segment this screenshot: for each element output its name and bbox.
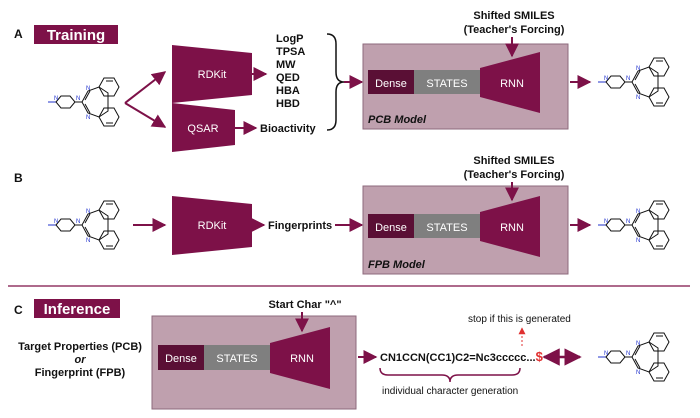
- shifted-smiles-b-line2: (Teacher's Forcing): [464, 169, 565, 181]
- shifted-smiles-b-line1: Shifted SMILES: [473, 155, 554, 167]
- input-line-2: or: [75, 354, 87, 366]
- generated-smiles-text: CN1CCN(CC1)C2=Nc3ccccc...: [380, 352, 536, 364]
- rdkit-block-b: [172, 196, 252, 255]
- states-label-b: STATES: [426, 222, 467, 234]
- output-molecule-a: [597, 57, 670, 107]
- fpb-model-label: FPB Model: [368, 259, 426, 271]
- rnn-block-a: [480, 52, 540, 113]
- prop-qed: QED: [276, 72, 300, 84]
- bioactivity-label: Bioactivity: [260, 123, 317, 135]
- section-a-letter: A: [14, 27, 23, 41]
- prop-tpsa: TPSA: [276, 46, 305, 58]
- input-line-1: Target Properties (PCB): [18, 341, 142, 353]
- pcb-model-label: PCB Model: [368, 114, 427, 126]
- fingerprints-label: Fingerprints: [268, 220, 332, 232]
- prop-logp: LogP: [276, 33, 304, 45]
- training-badge-label: Training: [47, 27, 105, 44]
- end-token-dollar: $: [536, 349, 544, 364]
- dense-block-b: [368, 214, 414, 238]
- section-b-letter: B: [14, 171, 23, 185]
- input-molecule-a: [47, 77, 120, 127]
- dense-label-a: Dense: [375, 78, 407, 90]
- generated-smiles: CN1CCN(CC1)C2=Nc3ccccc...$: [380, 349, 544, 364]
- states-label-c: STATES: [216, 353, 257, 365]
- split-arrow-rdkit-a: [124, 71, 167, 104]
- qsar-label-a: QSAR: [187, 123, 218, 135]
- dense-label-b: Dense: [375, 222, 407, 234]
- inference-badge-label: Inference: [44, 301, 111, 318]
- input-molecule-b: [47, 200, 120, 250]
- prop-hbd: HBD: [276, 98, 300, 110]
- inference-badge: [34, 299, 120, 318]
- states-block-a: [414, 70, 480, 94]
- output-molecule-b: [597, 200, 670, 250]
- states-block-b: [414, 214, 480, 238]
- start-char-label: Start Char "^": [268, 299, 341, 311]
- rnn-block-b: [480, 196, 540, 257]
- generation-brace: [379, 367, 521, 383]
- states-label-a: STATES: [426, 78, 467, 90]
- split-arrow-qsar-a: [124, 102, 167, 128]
- shifted-smiles-a-line1: Shifted SMILES: [473, 10, 554, 22]
- rnn-label-c: RNN: [290, 353, 314, 365]
- rdkit-block-a: [172, 45, 252, 103]
- stop-text: stop if this is generated: [468, 314, 571, 325]
- properties-brace: [326, 33, 345, 131]
- input-line-3: Fingerprint (FPB): [35, 367, 126, 379]
- section-c-letter: C: [14, 303, 23, 317]
- generation-text: individual character generation: [382, 386, 518, 397]
- rnn-label-a: RNN: [500, 78, 524, 90]
- rdkit-label-b: RDKit: [198, 220, 227, 232]
- dense-label-c: Dense: [165, 353, 197, 365]
- rnn-block-c: [270, 327, 330, 389]
- qsar-block-a: [172, 103, 235, 152]
- prop-mw: MW: [276, 59, 296, 71]
- prop-hba: HBA: [276, 85, 300, 97]
- training-badge: [34, 25, 118, 44]
- output-molecule-c: [597, 332, 670, 382]
- rnn-label-b: RNN: [500, 222, 524, 234]
- dense-block-c: [158, 345, 204, 370]
- dense-block-a: [368, 70, 414, 94]
- rdkit-label-a: RDKit: [198, 69, 227, 81]
- shifted-smiles-a-line2: (Teacher's Forcing): [464, 24, 565, 36]
- states-block-c: [204, 345, 270, 370]
